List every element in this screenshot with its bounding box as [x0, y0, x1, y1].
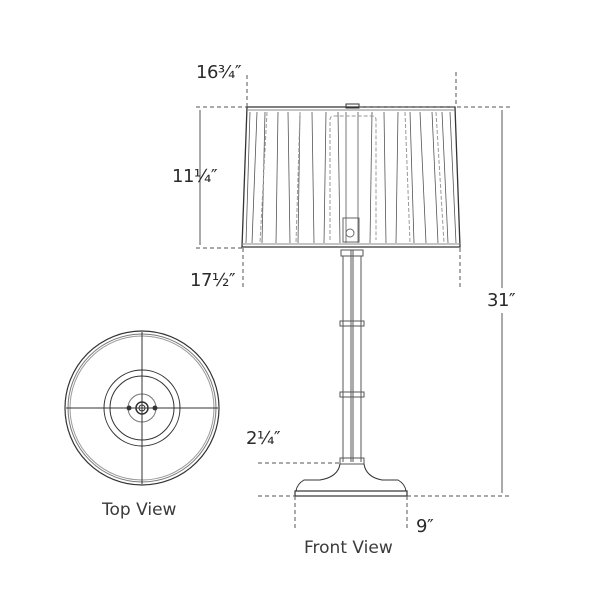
front-view-caption: Front View	[304, 538, 393, 558]
top-view-caption: Top View	[102, 500, 177, 520]
dim-shade-top-width: 16¾″	[196, 62, 242, 83]
dim-base-width: 9″	[416, 516, 434, 537]
dim-shade-bottom-width: 17½″	[190, 270, 236, 291]
dim-shade-height: 11¼″	[172, 166, 218, 187]
lamp-stem	[339, 249, 365, 465]
dim-base-height: 2¼″	[246, 428, 281, 449]
dim-overall-height: 31″	[487, 288, 516, 313]
shade-front	[241, 103, 461, 248]
top-view-drawing	[64, 330, 220, 486]
lamp-base	[294, 463, 408, 497]
dimension-lines	[196, 72, 512, 530]
